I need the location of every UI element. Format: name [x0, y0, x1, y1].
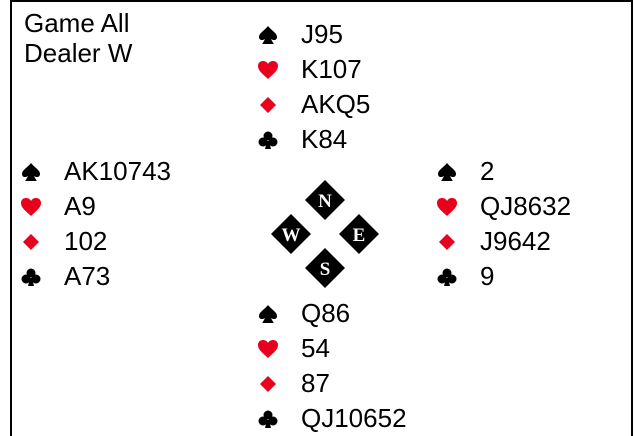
north-diamonds-cards: AKQ5	[301, 89, 371, 119]
heart-icon	[20, 197, 44, 217]
spade-icon	[20, 162, 44, 182]
south-diamonds-cards: 87	[301, 368, 330, 398]
club-icon	[20, 267, 44, 287]
compass-west-label: W	[282, 225, 301, 246]
compass-north-label: N	[318, 191, 332, 212]
vulnerability-label: Game All	[24, 8, 130, 38]
north-spades-cards: J95	[301, 19, 343, 49]
compass-west: W	[271, 214, 311, 254]
west-diamonds-row: 102	[20, 224, 171, 259]
club-icon	[257, 409, 281, 429]
north-hearts-cards: K107	[301, 54, 362, 84]
south-hearts-row: 54	[257, 331, 407, 366]
dealer-label: Dealer W	[24, 38, 133, 68]
heart-icon	[436, 197, 460, 217]
diamond-icon	[436, 232, 460, 252]
north-clubs-cards: K84	[301, 124, 348, 154]
east-spades-row: 2	[436, 154, 571, 189]
south-hand: Q86 54 87 QJ10652	[257, 296, 407, 436]
north-diamonds-row: AKQ5	[257, 87, 370, 122]
west-clubs-row: A73	[20, 259, 171, 294]
compass-south: S	[305, 248, 345, 288]
spade-icon	[436, 162, 460, 182]
west-hearts-row: A9	[20, 189, 171, 224]
club-icon	[257, 130, 281, 150]
heart-icon	[257, 60, 281, 80]
east-hearts-row: QJ8632	[436, 189, 571, 224]
compass-south-label: S	[320, 259, 331, 280]
club-icon	[436, 267, 460, 287]
spade-icon	[257, 25, 281, 45]
south-spades-cards: Q86	[301, 298, 351, 328]
deal-info: Game All Dealer W	[24, 8, 132, 68]
compass-rose: N W E S	[269, 178, 381, 290]
spade-icon	[257, 304, 281, 324]
north-hand: J95 K107 AKQ5 K84	[257, 17, 370, 157]
south-clubs-row: QJ10652	[257, 401, 407, 436]
west-clubs-cards: A73	[64, 261, 111, 291]
diamond-icon	[20, 232, 44, 252]
compass-east-label: E	[353, 225, 366, 246]
west-spades-row: AK10743	[20, 154, 171, 189]
west-hand: AK10743 A9 102 A73	[20, 154, 171, 294]
east-hearts-cards: QJ8632	[480, 191, 572, 221]
compass-east: E	[339, 214, 379, 254]
south-hearts-cards: 54	[301, 333, 330, 363]
south-clubs-cards: QJ10652	[301, 403, 407, 433]
west-hearts-cards: A9	[64, 191, 96, 221]
north-spades-row: J95	[257, 17, 370, 52]
east-clubs-row: 9	[436, 259, 571, 294]
west-diamonds-cards: 102	[64, 226, 108, 256]
north-clubs-row: K84	[257, 122, 370, 157]
diamond-icon	[257, 95, 281, 115]
west-spades-cards: AK10743	[64, 156, 171, 186]
diamond-icon	[257, 374, 281, 394]
south-diamonds-row: 87	[257, 366, 407, 401]
east-clubs-cards: 9	[480, 261, 495, 291]
east-hand: 2 QJ8632 J9642 9	[436, 154, 571, 294]
east-spades-cards: 2	[480, 156, 495, 186]
south-spades-row: Q86	[257, 296, 407, 331]
east-diamonds-row: J9642	[436, 224, 571, 259]
east-diamonds-cards: J9642	[480, 226, 551, 256]
heart-icon	[257, 339, 281, 359]
north-hearts-row: K107	[257, 52, 370, 87]
compass-north: N	[305, 180, 345, 220]
